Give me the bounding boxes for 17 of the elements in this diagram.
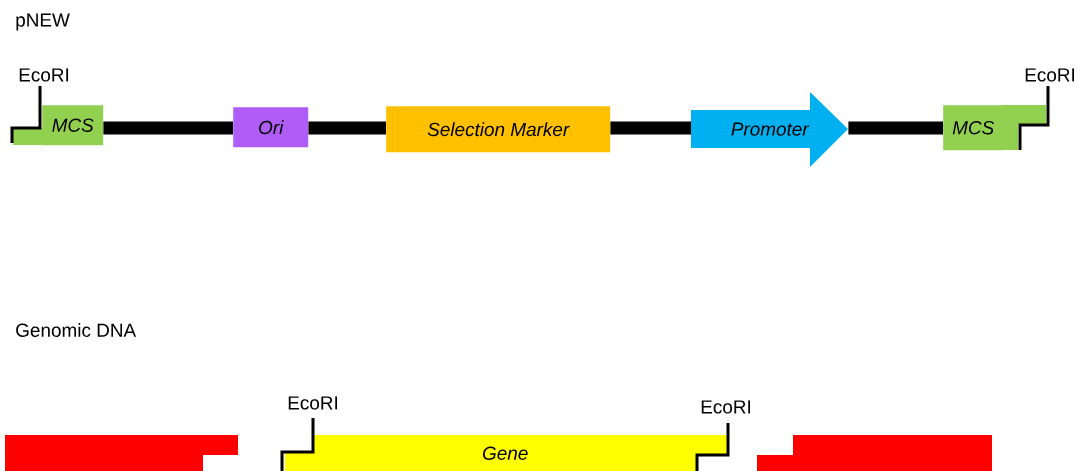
dna-backbone	[308, 121, 386, 135]
site-label: EcoRI	[1025, 68, 1074, 82]
site-label: EcoRI	[19, 68, 69, 82]
section-title: Genomic DNA	[16, 323, 137, 337]
dna-backbone	[848, 121, 943, 135]
gene-box: Gene	[285, 435, 728, 471]
plasmid-title: pNEW	[16, 13, 70, 31]
feature-box: MCS	[13, 105, 104, 146]
feature-box: Selection Marker	[386, 106, 611, 153]
site-label: EcoRI	[288, 396, 338, 410]
feature-box: Ori	[233, 107, 309, 148]
dna-fragment	[757, 435, 992, 471]
dna-backbone	[103, 121, 233, 135]
dna-backbone	[610, 121, 691, 135]
site-label: EcoRI	[701, 400, 751, 414]
feature-box: MCS	[943, 105, 1046, 151]
dna-fragment	[5, 435, 238, 471]
